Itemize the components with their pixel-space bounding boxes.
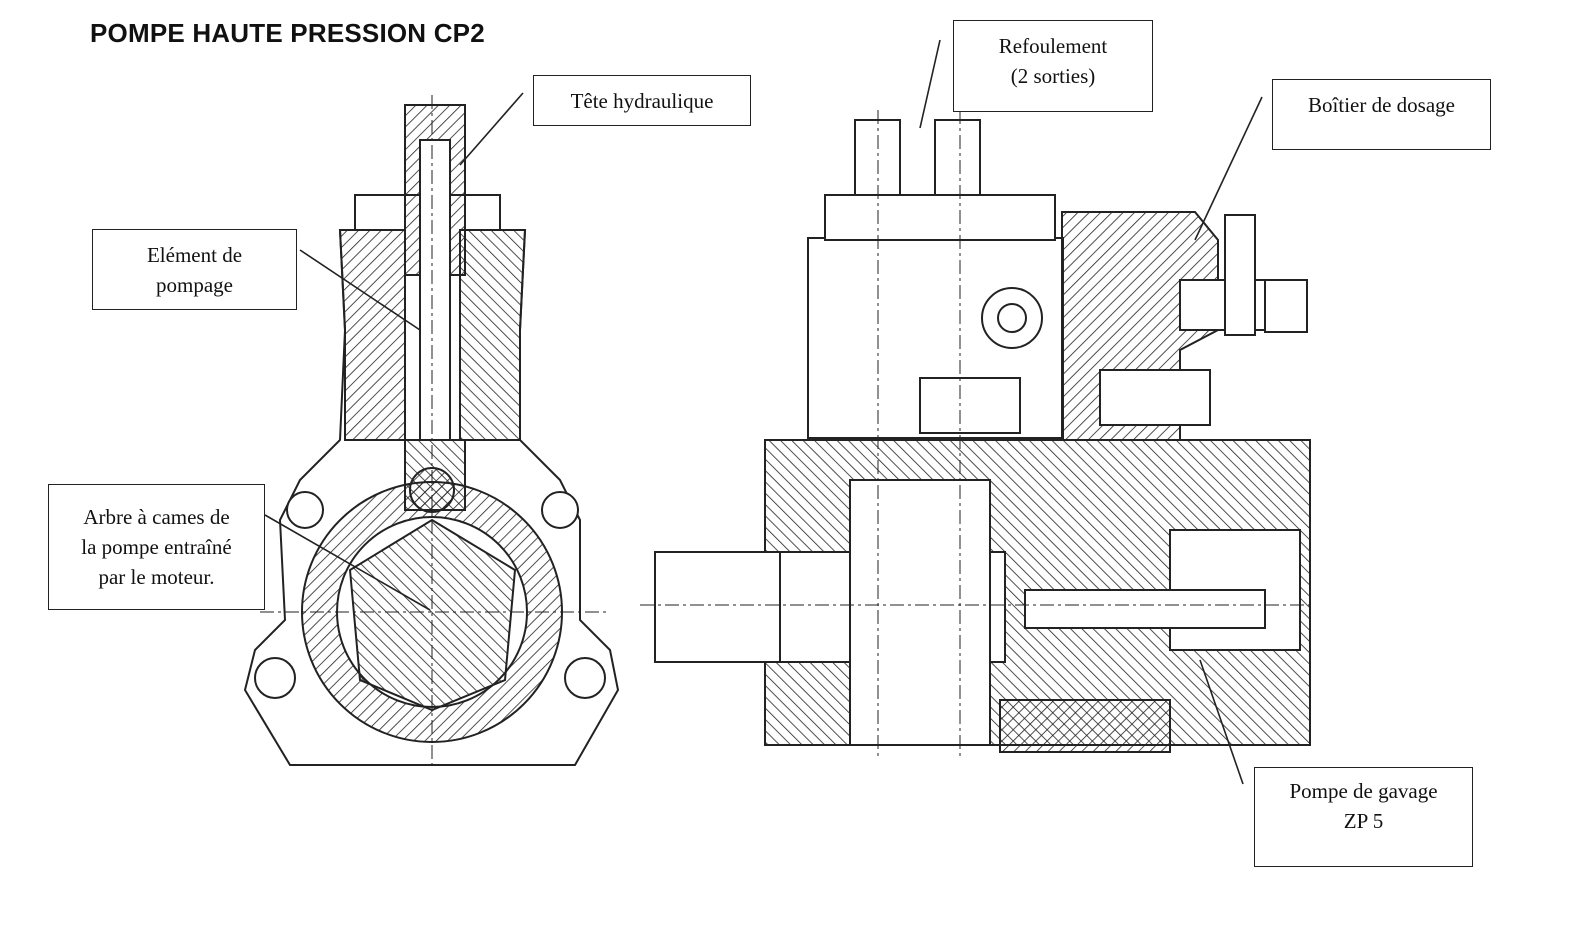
label-boitier-dosage: Boîtier de dosage [1272,79,1491,150]
label-text: Elément de [146,242,243,267]
label-text: par le moteur. [98,565,215,589]
label-text: la pompe entraîné [81,535,232,559]
label-text: Boîtier de dosage [1308,93,1455,117]
label-arbre-a-cames: Arbre à cames de la pompe entraîné par l… [48,484,265,610]
label-text: pompage [156,272,233,297]
page-title: POMPE HAUTE PRESSION CP2 [90,18,485,48]
label-text: Pompe de gavage [1289,779,1438,803]
side-section-view [640,110,1311,760]
label-text: (2 sorties) [1010,64,1096,88]
front-section-view [243,95,620,770]
label-text: ZP 5 [1343,809,1384,833]
label-text: Arbre à cames de [83,505,230,529]
label-pompe-gavage: Pompe de gavage ZP 5 [1254,767,1473,867]
label-tete-hydraulique: Tête hydraulique [533,75,751,126]
label-text: Tête hydraulique [570,88,714,113]
label-refoulement: Refoulement (2 sorties) [953,20,1153,112]
label-text: Refoulement [998,34,1108,58]
label-element-pompage: Elément de pompage [92,229,297,310]
leader-lines [264,39,1263,785]
